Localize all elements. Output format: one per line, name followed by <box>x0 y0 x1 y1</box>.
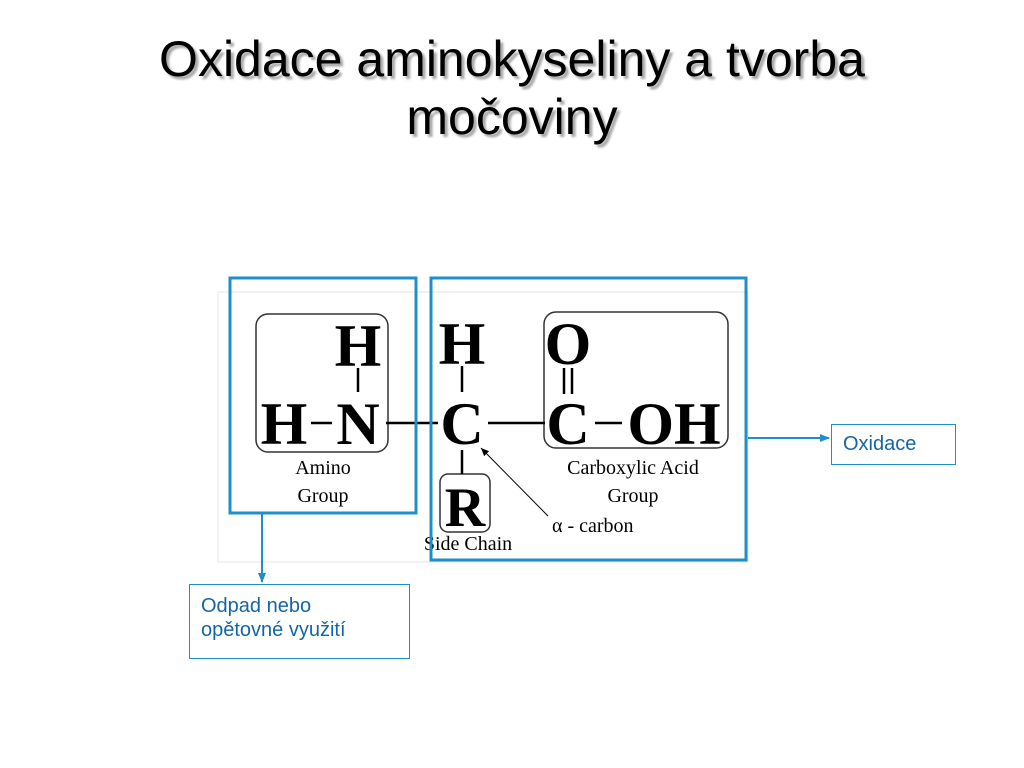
carboxyl-group-label-line-2: Group <box>607 485 658 507</box>
slide-title-line-1: Oxidace aminokyseliny a tvorba <box>159 31 865 87</box>
atom-n: N <box>336 391 379 457</box>
alpha-carbon-pointer-arrow <box>480 447 549 517</box>
carboxyl-group-frame <box>543 311 729 449</box>
slide-title-line-2: močoviny <box>406 89 618 145</box>
odpad-callout: Odpad nebo opětovné využití <box>189 584 410 659</box>
atom-h-alpha-top: H <box>439 311 486 377</box>
oxidace-callout-text: Oxidace <box>843 433 917 455</box>
structure-image-background <box>217 291 749 563</box>
atom-oh: OH <box>627 391 720 457</box>
amino-group-label-line-2: Group <box>297 485 348 507</box>
atom-r: R <box>445 477 486 539</box>
slide-title: Oxidace aminokyseliny a tvorba močoviny <box>0 30 1024 146</box>
amino-highlight-box <box>228 276 418 515</box>
atom-h-amino-top: H <box>335 313 382 379</box>
atom-o: O <box>545 311 592 377</box>
amino-group-frame <box>255 313 389 453</box>
carboxyl-group-label-line-1: Carboxylic Acid <box>567 457 699 479</box>
alpha-carbon-label: α - carbon <box>552 515 634 537</box>
amino-group-label-line-1: Amino <box>295 457 351 479</box>
alpha-symbol: α <box>552 515 563 537</box>
alpha-carbon-text: - carbon <box>562 515 633 537</box>
carboxyl-highlight-box <box>429 276 748 562</box>
atom-c-alpha: C <box>440 391 483 457</box>
odpad-callout-line-2: opětovné využití <box>201 619 346 641</box>
side-chain-label: Side Chain <box>424 533 512 555</box>
bonds <box>311 366 622 474</box>
oxidace-callout: Oxidace <box>831 424 956 465</box>
side-chain-frame <box>439 473 491 533</box>
atom-h-amino-left: H <box>261 391 308 457</box>
odpad-callout-line-1: Odpad nebo <box>201 595 312 617</box>
atom-c-carboxyl: C <box>546 391 589 457</box>
